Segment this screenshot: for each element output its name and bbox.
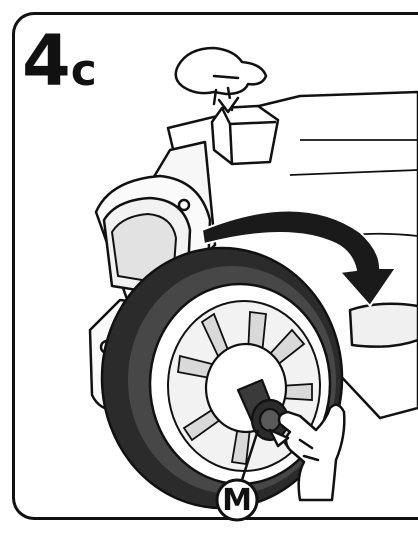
wheel <box>100 246 344 510</box>
step-number-label: 4c <box>22 26 97 96</box>
pointing-hand-press-icon <box>174 46 268 114</box>
top-button <box>210 104 280 166</box>
part-callout-label: M <box>222 483 252 518</box>
pinching-hand-icon <box>268 403 346 502</box>
curved-rotation-arrow-icon <box>201 209 397 307</box>
step-sub-letter: c <box>70 45 97 96</box>
part-callout-circle-icon <box>215 429 260 522</box>
step-number: 4 <box>22 20 71 102</box>
axle-hub-cap <box>236 378 290 442</box>
